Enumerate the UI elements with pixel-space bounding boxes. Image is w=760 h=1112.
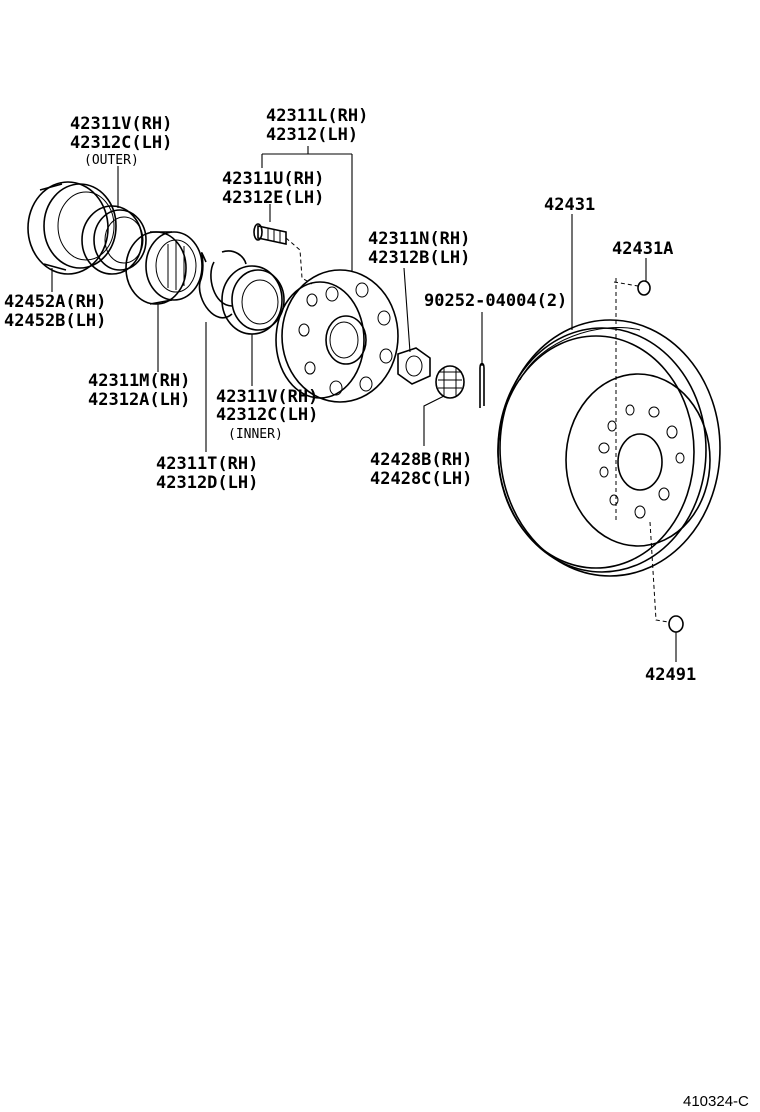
label-seal-rh: 42452A(RH) [4, 292, 106, 312]
callout-spacer: 42311M(RH) 42312A(LH) [88, 371, 190, 410]
hub-bolt [253, 223, 313, 285]
lock-nut-cap [435, 365, 465, 399]
label-hub-bolt-lh: 42312E(LH) [222, 188, 324, 208]
hole-plug [613, 280, 651, 296]
snap-ring [198, 250, 247, 319]
label-hub-lh: 42312(LH) [266, 125, 358, 145]
label-cotter-pin: 90252-04004(2) [424, 291, 567, 311]
callout-snap-ring: 42311T(RH) 42312D(LH) [156, 454, 258, 493]
label-snap-ring-rh: 42311T(RH) [156, 454, 258, 474]
callout-hub: 42311L(RH) 42312(LH) [266, 106, 368, 145]
callout-hub-nut: 42311N(RH) 42312B(LH) [368, 229, 470, 268]
cotter-pin [479, 362, 485, 408]
label-rotor-screw: 42491 [645, 665, 696, 685]
label-rotor: 42431 [544, 195, 595, 215]
disc-rotor [497, 278, 721, 577]
label-spacer-lh: 42312A(LH) [88, 390, 190, 410]
label-hub-bolt-rh: 42311U(RH) [222, 169, 324, 189]
leader-lines [51, 146, 677, 662]
callout-hub-bolt: 42311U(RH) 42312E(LH) [222, 169, 324, 208]
outer-bearing [81, 205, 147, 275]
label-inner-bearing-lh: 42312C(LH) [216, 405, 318, 425]
label-outer-bearing-rh: 42311V(RH) [70, 114, 172, 134]
label-snap-ring-lh: 42312D(LH) [156, 473, 258, 493]
callout-outer-bearing: 42311V(RH) 42312C(LH) (OUTER) [70, 114, 172, 168]
label-hub-nut-lh: 42312B(LH) [368, 248, 470, 268]
label-outer-bearing-lh: 42312C(LH) [70, 133, 172, 153]
label-plug: 42431A [612, 239, 673, 259]
hub-nut [397, 347, 431, 385]
label-inner-note: (INNER) [228, 427, 283, 442]
diagram-id: 410324-C [683, 1093, 749, 1110]
label-outer-note: (OUTER) [84, 153, 139, 168]
bearing-spacer [125, 231, 203, 305]
label-lock-cap-lh: 42428C(LH) [370, 469, 472, 489]
inner-bearing [221, 265, 285, 335]
callout-inner-bearing: 42311V(RH) 42312C(LH) (INNER) [216, 387, 318, 442]
label-seal-lh: 42452B(LH) [4, 311, 106, 331]
label-hub-rh: 42311L(RH) [266, 106, 368, 126]
oil-seal [27, 181, 117, 275]
label-hub-nut-rh: 42311N(RH) [368, 229, 470, 249]
label-inner-bearing-rh: 42311V(RH) [216, 387, 318, 407]
label-lock-cap-rh: 42428B(RH) [370, 450, 472, 470]
callout-seal: 42452A(RH) 42452B(LH) [4, 292, 106, 331]
callout-lock-cap: 42428B(RH) 42428C(LH) [370, 450, 472, 489]
label-spacer-rh: 42311M(RH) [88, 371, 190, 391]
axle-hub [275, 269, 399, 403]
